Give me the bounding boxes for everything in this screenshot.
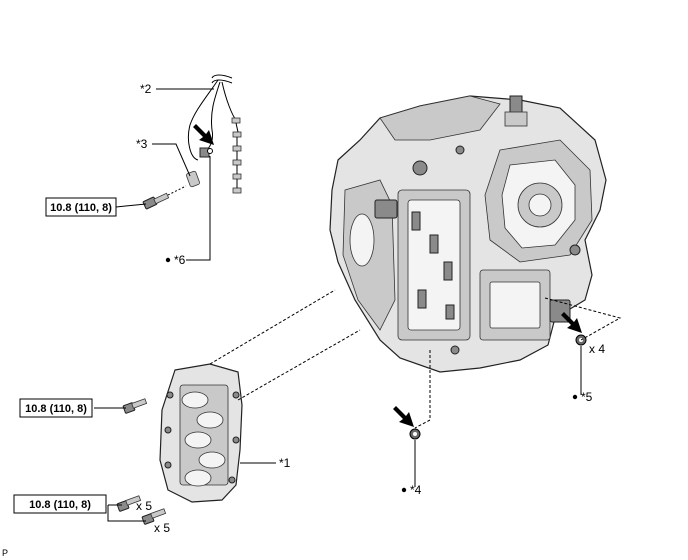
- dot-marker-6: [165, 257, 171, 263]
- callout-1: *1: [279, 456, 291, 470]
- dot-marker-4: [401, 487, 407, 493]
- corner-mark: P: [2, 548, 8, 558]
- sensor-clamp: [186, 170, 200, 188]
- torque-label-valve-lower: 10.8 (110, 8): [29, 499, 91, 511]
- bolt-valve-body-lower-a: [116, 495, 142, 512]
- assembly-lines: [209, 289, 622, 429]
- torque-label-sensor: 10.8 (110, 8): [50, 202, 112, 214]
- wire-harness: [187, 74, 242, 194]
- bolt-valve-body-upper: [122, 398, 148, 414]
- bolt-sensor: [142, 185, 187, 210]
- torque-box-valve-upper: 10.8 (110, 8): [19, 398, 93, 418]
- valve-body-assembly: [159, 363, 243, 503]
- bolt-valve-body-lower-b: [141, 508, 167, 525]
- arrow-to-seal-4-icon: [393, 406, 414, 427]
- quantity-bolt-b: x 5: [154, 521, 170, 535]
- leader-lines: [94, 88, 582, 522]
- callout-6: *6: [174, 253, 186, 267]
- callout-2: *2: [140, 82, 152, 96]
- arrow-to-seal-5-icon: [561, 312, 582, 333]
- callout-4: *4: [410, 483, 422, 497]
- o-ring: [207, 148, 213, 154]
- callout-3: *3: [136, 137, 148, 151]
- torque-label-valve-upper: 10.8 (110, 8): [25, 403, 87, 415]
- quantity-bolt-a: x 5: [136, 499, 152, 513]
- harness-connectors: [231, 117, 242, 194]
- arrow-to-sensor-icon: [193, 124, 214, 145]
- torque-box-sensor: 10.8 (110, 8): [45, 197, 117, 217]
- transaxle-assembly: [329, 95, 607, 373]
- quantity-seal: x 4: [589, 342, 605, 356]
- torque-box-valve-lower: 10.8 (110, 8): [13, 494, 107, 514]
- callout-5: *5: [581, 390, 593, 404]
- dot-marker-5: [572, 394, 578, 400]
- seal-4: [409, 428, 421, 440]
